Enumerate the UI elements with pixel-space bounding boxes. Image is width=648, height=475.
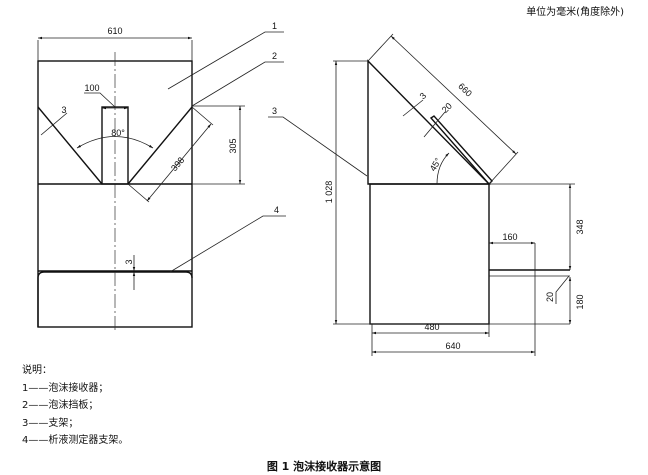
callout-3: 3 [272,106,277,116]
front-view: 610 100 80° 3 398 305 3 1 2 4 [37,21,286,332]
dim-305: 305 [228,138,238,153]
dim-348: 348 [575,219,585,234]
dim-480: 480 [424,322,439,332]
dim-20-strip: 20 [440,101,454,115]
figure-caption: 图 1 泡沫接收器示意图 [266,460,382,473]
dim-640: 640 [445,341,460,351]
dim-3-plate: 3 [61,105,66,115]
dim-660: 660 [456,81,474,99]
legend-item: 3——支架； [22,417,79,429]
legend-item: 1——泡沫接收器； [22,382,109,394]
dim-3-side: 3 [418,91,429,102]
baffle-left [37,106,103,185]
callout-2: 2 [272,51,277,61]
legend-item: 4——析液测定器支架。 [22,435,129,446]
legend: 说明： 1——泡沫接收器； 2——泡沫挡板； 3——支架； 4——析液测定器支架… [22,362,128,450]
legend-title: 说明： [22,365,52,376]
dim-1028: 1 028 [324,181,334,204]
dim-160: 160 [502,232,517,242]
dim-610: 610 [107,26,122,36]
dim-398: 398 [169,155,186,173]
dim-100: 100 [84,83,99,93]
callout-1: 1 [272,21,277,31]
receiver-box [369,183,490,325]
dim-20-gap: 20 [545,292,555,302]
callout-4: 4 [274,205,279,215]
baffle-right [127,106,193,185]
bracket-4 [37,271,193,327]
dim-3-bracket: 3 [124,259,134,264]
strip [429,115,493,186]
dim-80-angle: 80° [111,128,125,138]
units-note: 单位为毫米(角度除外) [526,7,624,18]
dim-180: 180 [575,294,585,309]
dim-45-angle: 45° [428,156,444,173]
side-view: 660 3 20 45° 1 028 348 180 160 20 480 64… [268,33,585,356]
legend-item: 2——泡沫挡板； [22,400,99,411]
